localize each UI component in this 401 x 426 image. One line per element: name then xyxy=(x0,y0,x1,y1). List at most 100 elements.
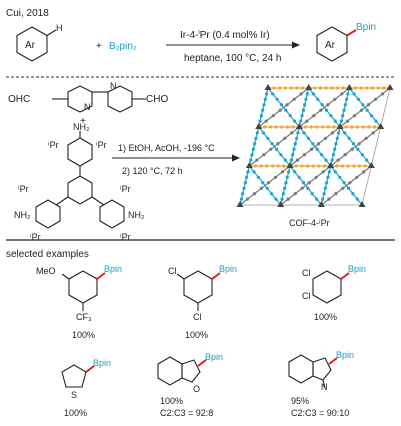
cof-linker-atom xyxy=(289,158,293,162)
cof-linker-atom xyxy=(335,164,339,168)
cof-linker-atom xyxy=(357,142,361,146)
cof-linker-atom xyxy=(270,142,274,146)
cof-linker-atom xyxy=(341,114,345,118)
examples-heading: selected examples xyxy=(6,249,89,260)
step1-label: 1) EtOH, AcOH, -196 °C xyxy=(118,143,215,153)
cof-linker-atom xyxy=(365,108,369,112)
cof-linker-atom xyxy=(346,164,350,168)
example-6-yield: 95% xyxy=(291,396,309,406)
cof-linker-atom xyxy=(324,158,328,162)
cof-linker-atom xyxy=(316,142,321,146)
cof-linker-atom xyxy=(255,131,259,135)
cof-linker-atom xyxy=(249,158,253,162)
cof-linker-atom xyxy=(269,192,274,196)
cof-linker-atom xyxy=(259,164,263,168)
cof-linker-atom xyxy=(326,125,330,129)
cof-linker-atom xyxy=(300,114,304,118)
aldehyde-left: OHC xyxy=(8,94,30,105)
cof-linker-atom xyxy=(372,125,377,129)
cof-linker-atom xyxy=(286,197,290,201)
cof-linker-atom xyxy=(303,103,307,107)
ipr-left-bottom: ⁱPr xyxy=(30,232,41,242)
cof-linker-atom xyxy=(330,86,334,90)
example-1-sub-2: CF₃ xyxy=(76,312,92,322)
cof-linker-atom xyxy=(343,103,347,107)
cof-linker-atom xyxy=(334,192,338,196)
cof-linker-atom xyxy=(245,197,250,201)
cof-node xyxy=(336,123,344,129)
ipr-right-bottom: ⁱPr xyxy=(120,232,131,242)
cof-linker-atom xyxy=(365,86,369,90)
synthesis-plus: + xyxy=(80,116,86,127)
cof-linker-atom xyxy=(255,158,259,162)
cof-linker-atom xyxy=(366,103,371,107)
cof-linker-atom xyxy=(327,170,331,174)
example-4: S Bpin 100% xyxy=(61,358,111,418)
cof-linker-atom xyxy=(320,103,324,107)
ipr-top-left: ⁱPr xyxy=(48,140,59,150)
cof-linker-atom xyxy=(253,164,258,168)
cof-linker-atom xyxy=(335,86,340,90)
product-bpin-label: Bpin xyxy=(356,22,376,33)
cof-linker-atom xyxy=(279,103,284,107)
example-5: O Bpin 100% C2:C3 = 92:8 xyxy=(157,352,223,418)
cof-node xyxy=(295,123,303,129)
cof-linker-atom xyxy=(261,131,265,135)
cof-linker-atom xyxy=(271,114,275,118)
cof-linker-atom xyxy=(311,164,315,168)
cof-node xyxy=(245,162,253,168)
cof-linker-atom xyxy=(301,108,305,112)
cof-linker-atom xyxy=(355,125,360,129)
cof-linker-atom xyxy=(283,136,287,140)
cof-linker-atom xyxy=(319,108,323,112)
cof-linker-atom xyxy=(291,153,295,157)
substrate-ar-label: Ar xyxy=(25,40,36,51)
cof-node xyxy=(305,84,313,90)
cof-node xyxy=(327,162,335,168)
cof-linker-atom xyxy=(342,108,346,112)
cof-linker-atom xyxy=(281,192,285,196)
cof-linker-atom xyxy=(273,175,278,179)
cof-linker-atom xyxy=(337,131,341,135)
cof-linker-atom xyxy=(319,153,324,157)
cof-linker-atom xyxy=(290,131,294,135)
cof-lattice-diagram xyxy=(236,84,394,207)
cof-linker-atom xyxy=(355,197,359,201)
cof-linker-atom xyxy=(266,136,270,140)
cof-linker-atom xyxy=(371,131,375,135)
example-2: Cl Bpin Cl 100% xyxy=(168,264,237,340)
cof-linker-atom xyxy=(363,164,367,168)
reaction-arrow xyxy=(166,41,300,49)
cof-linker-atom xyxy=(313,86,317,90)
cof-linker-atom xyxy=(284,181,288,185)
cof-linker-atom xyxy=(340,164,345,168)
cof-node xyxy=(345,84,353,90)
example-4-bpin: Bpin xyxy=(93,358,111,368)
cof-linker-atom xyxy=(361,103,365,107)
cof-linker-atom xyxy=(304,97,308,101)
cof-linker-atom xyxy=(333,170,337,174)
cof-linker-atom xyxy=(299,92,303,96)
cof-linker-atom xyxy=(245,175,249,179)
cof-linker-atom xyxy=(380,92,385,96)
catalyst-label: Ir-4-iPr (0.4 mol% Ir) xyxy=(180,30,270,41)
cof-linker-atom xyxy=(285,175,289,179)
cof-linker-atom xyxy=(324,108,329,112)
cof-linker-atom xyxy=(320,125,325,129)
cof-linker-atom xyxy=(272,86,276,90)
cof-linker-atom xyxy=(302,131,306,135)
cof-linker-atom xyxy=(254,136,258,140)
cof-linker-atom xyxy=(314,175,318,179)
cof-linker-atom xyxy=(347,136,351,140)
cof-linker-atom xyxy=(295,136,299,140)
example-5-bpin: Bpin xyxy=(205,352,223,362)
cof-linker-atom xyxy=(293,119,297,123)
cof-linker-atom xyxy=(289,86,293,90)
cof-linker-atom xyxy=(259,186,264,190)
cof-linker-atom xyxy=(269,147,273,151)
cof-linker-atom xyxy=(327,197,331,201)
cof-linker-atom xyxy=(241,192,245,196)
amine-left: NH₂ xyxy=(14,210,31,220)
cof-linker-atom xyxy=(261,108,265,112)
cof-linker-atom xyxy=(336,158,340,162)
